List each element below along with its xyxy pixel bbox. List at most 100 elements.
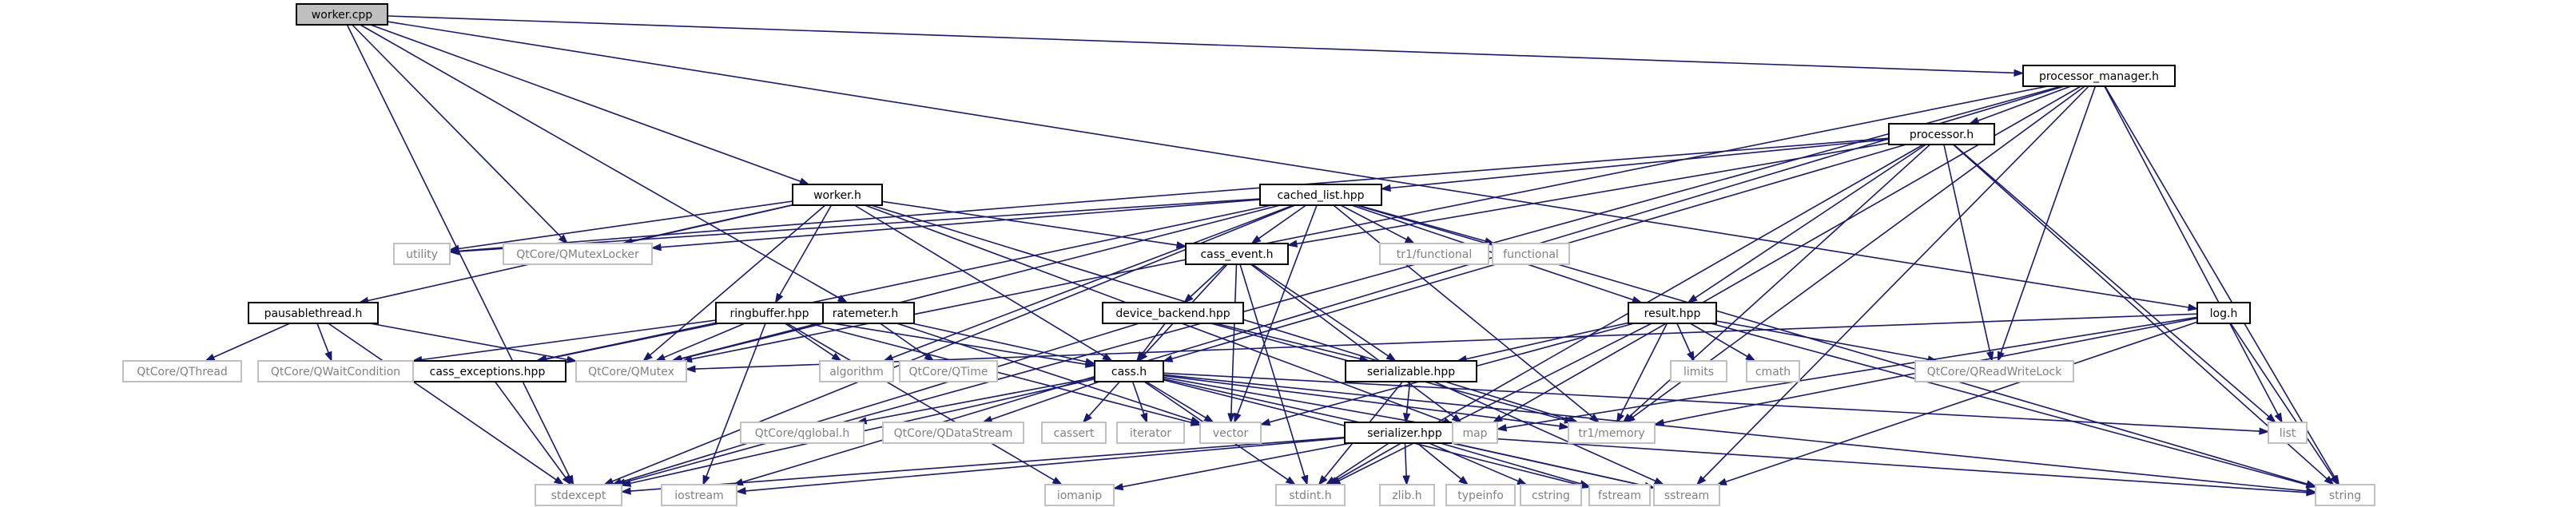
edge-arrowhead (620, 479, 632, 487)
node-label: functional (1503, 248, 1559, 261)
node-pausablethread-h[interactable]: pausablethread.h (248, 302, 379, 324)
node-label: tr1/memory (1578, 427, 1644, 440)
edge-line (494, 381, 566, 478)
edge-line (784, 323, 834, 357)
edge-processor_h-to-cass_event_h (1286, 142, 1890, 248)
edge-arrowhead (1968, 117, 1980, 125)
edge-line (1464, 436, 2308, 493)
node-box (1653, 484, 1720, 506)
node-box (2022, 65, 2176, 87)
edge-device_backend_hpp-to-cass_h (1135, 323, 1166, 362)
node-box (819, 360, 894, 382)
node-serializable-hpp[interactable]: serializable.hpp (1345, 360, 1477, 382)
node-label: iostream (674, 489, 724, 502)
node-box (503, 243, 653, 265)
node-label: QtCore/QMutex (588, 366, 674, 378)
node-label: QtCore/QWaitCondition (271, 366, 400, 378)
node-label: cass_event.h (1200, 248, 1273, 261)
edge-line (1404, 442, 1407, 477)
node-qtime: QtCore/QTime (899, 360, 998, 382)
edge-line (1122, 442, 1351, 488)
edge-arrowhead (1140, 412, 1148, 424)
node-utility: utility (393, 243, 451, 265)
edge-arrowhead (1715, 477, 1727, 485)
node-processor-manager-h[interactable]: processor_manager.h (2022, 65, 2176, 87)
node-serializer-hpp[interactable]: serializer.hpp (1344, 422, 1465, 444)
node-limits: limits (1670, 360, 1727, 382)
edge-line (316, 323, 329, 353)
node-qmutexlocker: QtCore/QMutexLocker (503, 243, 653, 265)
edge-line (880, 323, 927, 357)
edge-ringbuffer_hpp-to-vector (809, 323, 1202, 426)
node-cass-h[interactable]: cass.h (1094, 360, 1164, 382)
edge-arrowhead (1190, 418, 1202, 426)
edge-log_h-to-qmutex (685, 313, 2198, 373)
edge-line (1405, 381, 1411, 414)
edge-line (1338, 323, 1652, 481)
edge-serializer_hpp-to-string (1464, 436, 2317, 497)
node-worker-cpp[interactable]: worker.cpp (296, 3, 388, 26)
edge-arrowhead (1653, 477, 1665, 485)
edge-line (458, 200, 793, 250)
node-label: ratemeter.h (833, 307, 899, 320)
node-processor-h[interactable]: processor.h (1888, 123, 1995, 145)
edge-line (1505, 316, 2198, 429)
node-label: sstream (1664, 489, 1709, 502)
node-log-h[interactable]: log.h (2196, 302, 2251, 324)
edge-serializer_hpp-to-zlib_h (1402, 442, 1410, 486)
node-cached-list-hpp[interactable]: cached_list.hpp (1259, 184, 1382, 206)
edge-line (1333, 442, 1389, 481)
node-box (1275, 484, 1346, 506)
node-ratemeter-h[interactable]: ratemeter.h (816, 302, 915, 324)
edge-line (1230, 263, 1238, 414)
node-box (715, 302, 824, 324)
edge-line (1433, 381, 1656, 482)
edge-line (2000, 85, 2097, 353)
node-label: cass_exceptions.hpp (430, 366, 546, 378)
edge-arrowhead (1325, 476, 1336, 485)
node-qmutex: QtCore/QMutex (575, 360, 687, 382)
edge-device_backend_hpp-to-stdexcept (610, 323, 1139, 486)
edge-arrowhead (1318, 475, 1328, 486)
node-cass-exceptions-hpp[interactable]: cass_exceptions.hpp (408, 360, 566, 382)
edge-line (546, 323, 720, 360)
node-label: ringbuffer.hpp (730, 307, 809, 320)
edge-processor_h-to-utility (448, 137, 1890, 255)
edge-arrowhead (1301, 474, 1309, 486)
node-label: cass.h (1111, 366, 1147, 378)
edge-arrowhead (553, 476, 565, 485)
node-tr1-functional: tr1/functional (1379, 243, 1489, 265)
edge-arrowhead (924, 352, 935, 362)
edge-arrowhead (735, 487, 746, 495)
edge-cass_h-to-list (1163, 372, 2270, 435)
node-label: stdexcept (551, 489, 606, 502)
edge-line (865, 377, 1095, 422)
edge-serializer_hpp-to-stdexcept (620, 436, 1346, 495)
edge-line (544, 204, 1272, 360)
node-box (248, 302, 379, 324)
node-box (740, 422, 865, 444)
node-ringbuffer-hpp[interactable]: ringbuffer.hpp (715, 302, 824, 324)
node-label: algorithm (829, 366, 884, 378)
edge-arrowhead (1286, 240, 1298, 248)
edge-result_hpp-to-string (1710, 323, 2317, 489)
node-result-hpp[interactable]: result.hpp (1628, 302, 1717, 324)
node-box (2196, 302, 2251, 324)
node-device-backend-hpp[interactable]: device_backend.hpp (1102, 302, 1244, 324)
edge-line (660, 199, 1261, 248)
edge-line (745, 437, 1346, 492)
node-cass-event-h[interactable]: cass_event.h (1185, 243, 1289, 265)
edge-line (1451, 442, 1646, 487)
edge-line (706, 323, 766, 477)
edge-arrowhead (642, 351, 653, 362)
node-cmath: cmath (1746, 360, 1800, 382)
edge-line (1715, 320, 1929, 360)
edge-line (1725, 321, 2198, 483)
edge-line (1389, 138, 1890, 189)
node-iostream: iostream (661, 484, 737, 506)
edge-line (1620, 323, 1668, 415)
node-label: cstring (1532, 489, 1570, 502)
edge-arrowhead (1203, 414, 1214, 423)
node-worker-h[interactable]: worker.h (792, 184, 883, 206)
edge-line (458, 137, 1890, 252)
